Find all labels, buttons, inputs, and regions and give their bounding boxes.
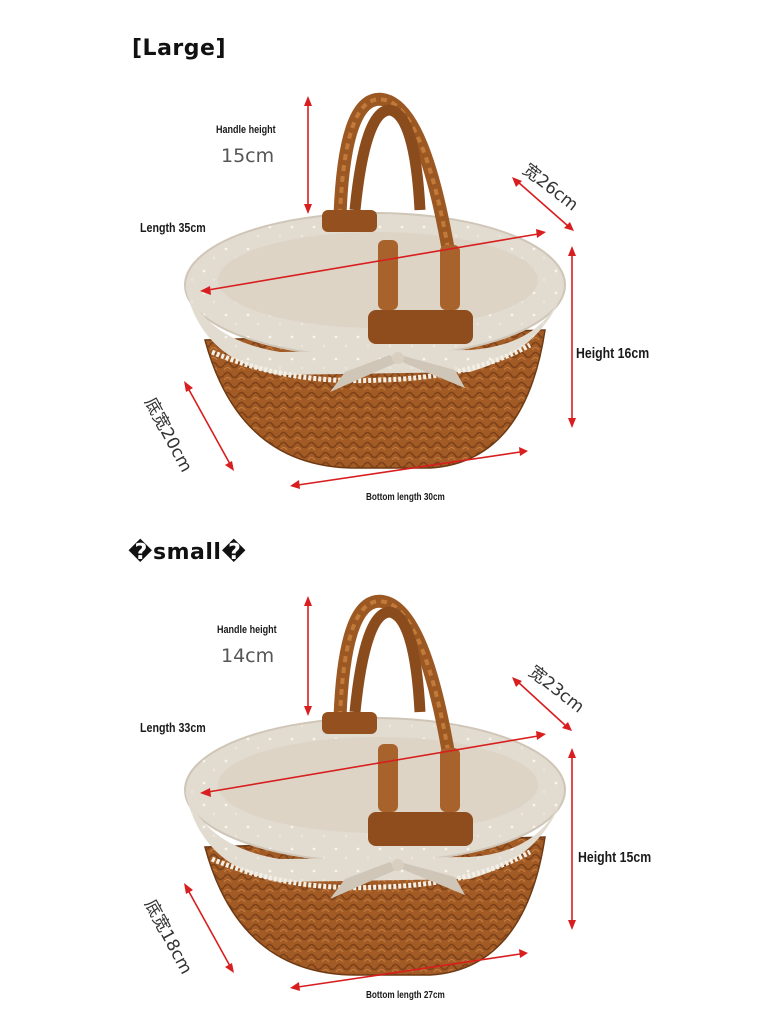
small-height-label: Height 15cm bbox=[578, 849, 652, 866]
large-bottom-length-label: Bottom length 30cm bbox=[366, 492, 445, 503]
large-basket-handle bbox=[322, 92, 473, 344]
small-dimension-arrows bbox=[184, 596, 576, 991]
small-length-label: Length 33cm bbox=[140, 720, 206, 735]
small-title: �small� bbox=[128, 540, 247, 565]
large-length-label: Length 35cm bbox=[140, 220, 206, 235]
small-handle-height-label: Handle height bbox=[217, 624, 277, 636]
small-basket-illustration bbox=[184, 594, 576, 991]
large-handle-height-value: 15cm bbox=[221, 145, 275, 167]
large-height-label: Height 16cm bbox=[576, 345, 650, 362]
small-basket-section: �small� bbox=[0, 512, 768, 1024]
small-basket-body bbox=[184, 717, 566, 976]
small-handle-height-value: 14cm bbox=[221, 645, 275, 667]
large-handle-height-label: Handle height bbox=[216, 124, 276, 136]
large-basket-section: [Large] bbox=[132, 36, 650, 503]
small-basket-handle bbox=[322, 594, 473, 846]
large-dimension-arrows bbox=[184, 96, 576, 489]
small-bottom-length-label: Bottom length 27cm bbox=[366, 990, 445, 1001]
large-title: [Large] bbox=[132, 36, 226, 61]
large-basket-illustration bbox=[184, 92, 576, 489]
